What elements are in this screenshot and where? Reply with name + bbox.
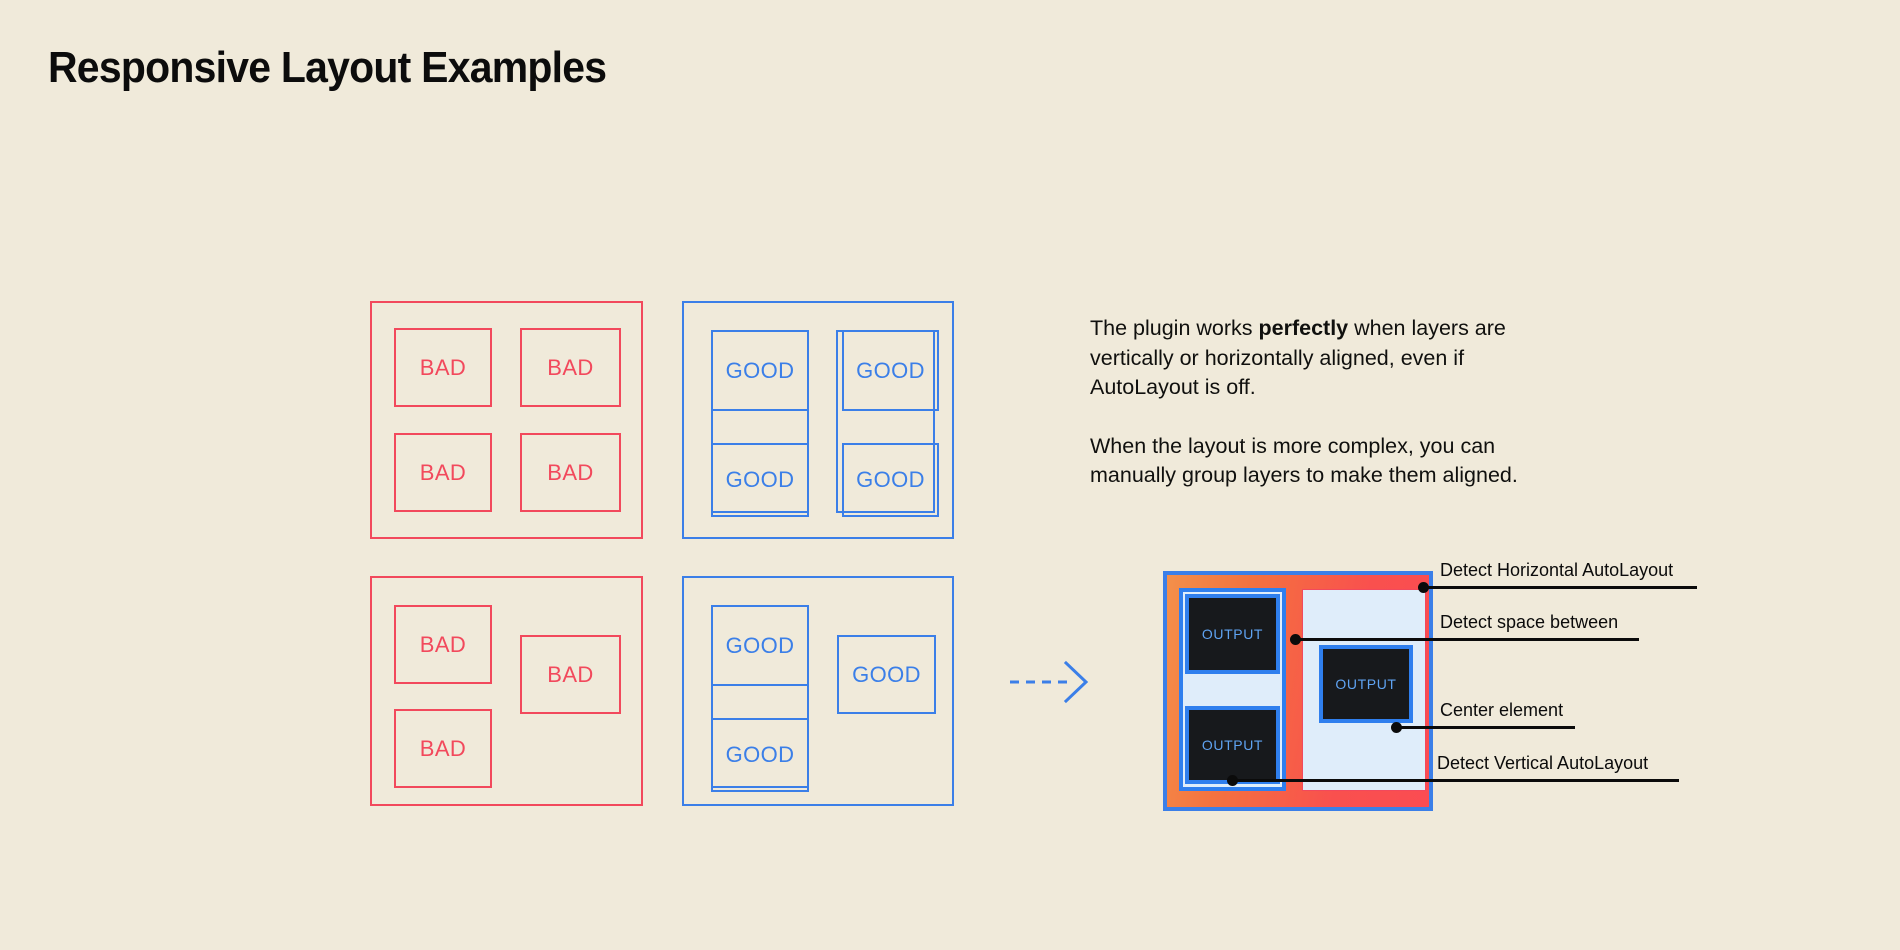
cell-bad: BAD (394, 605, 492, 684)
cell-label: GOOD (725, 357, 795, 383)
paragraph1-part2: when layers are vertically or horizontal… (1090, 316, 1506, 399)
callout-label: Detect Vertical AutoLayout (1437, 753, 1649, 773)
page-title: Responsive Layout Examples (48, 43, 607, 92)
cell-bad: BAD (394, 709, 492, 788)
plugin-output-diagram: OUTPUT OUTPUT OUTPUT (1163, 571, 1433, 811)
group-wrapper-left: GOOD GOOD (711, 330, 809, 517)
callout-label: Detect space between (1440, 612, 1619, 632)
cell-good: GOOD (711, 443, 809, 517)
cell-label: GOOD (725, 467, 795, 492)
output-box-top-left: OUTPUT (1185, 594, 1280, 674)
cell-label: BAD (547, 354, 594, 380)
output-label: OUTPUT (1335, 676, 1397, 692)
callout-anchor-dot (1290, 634, 1301, 645)
cell-label: GOOD (852, 661, 921, 687)
group-wrapper-right: GOOD GOOD (836, 330, 939, 517)
cell-good: GOOD (842, 443, 939, 517)
cell-label: GOOD (725, 742, 795, 767)
cell-bad: BAD (394, 328, 492, 407)
group-wrapper-left: GOOD GOOD (711, 605, 809, 792)
cell-good: GOOD (837, 635, 936, 714)
cell-bad: BAD (394, 433, 492, 512)
description-text-block: The plugin works perfectly when layers a… (1090, 314, 1560, 491)
cell-label: BAD (547, 661, 594, 687)
output-box-center-right: OUTPUT (1319, 645, 1413, 723)
cell-bad: BAD (520, 635, 621, 714)
callout-leader-line (1395, 726, 1575, 729)
paragraph1-part1: The plugin works (1090, 316, 1259, 340)
output-box-bottom-left: OUTPUT (1185, 706, 1280, 784)
callout-anchor-dot (1227, 775, 1238, 786)
cell-good: GOOD (711, 330, 809, 411)
cell-good: GOOD (711, 605, 809, 686)
example-panel-good-complex: GOOD GOOD GOOD (682, 576, 954, 806)
description-paragraph-2: When the layout is more complex, you can… (1090, 433, 1518, 488)
example-panel-bad-grid: BAD BAD BAD BAD (370, 301, 643, 539)
cell-good: GOOD (711, 718, 809, 792)
cell-label: BAD (547, 459, 594, 485)
cell-bad: BAD (520, 328, 621, 407)
output-label: OUTPUT (1201, 737, 1264, 753)
callout-leader-line (1422, 586, 1697, 589)
paragraph-spacer (1090, 403, 1560, 432)
callout-anchor-dot (1418, 582, 1429, 593)
description-paragraph-1: The plugin works perfectly when layers a… (1090, 314, 1560, 403)
cell-label: GOOD (856, 357, 925, 383)
callout-leader-line (1231, 779, 1679, 782)
example-panel-good-grid: GOOD GOOD GOOD GOOD (682, 301, 954, 539)
output-label: OUTPUT (1201, 626, 1264, 642)
dashed-arrow-right-icon (1010, 658, 1090, 711)
cell-label: GOOD (856, 467, 925, 492)
callout-leader-line (1294, 638, 1639, 641)
cell-label: BAD (419, 631, 467, 657)
cell-label: BAD (419, 354, 467, 380)
cell-label: BAD (419, 459, 467, 485)
callout-anchor-dot (1391, 722, 1402, 733)
example-panel-bad-complex: BAD BAD BAD (370, 576, 643, 806)
cell-label: BAD (419, 735, 467, 761)
callout-label: Center element (1440, 700, 1564, 720)
cell-good: GOOD (842, 330, 939, 411)
cell-bad: BAD (520, 433, 621, 512)
cell-label: GOOD (725, 632, 795, 658)
paragraph1-emphasis: perfectly (1258, 316, 1349, 340)
callout-label: Detect Horizontal AutoLayout (1440, 560, 1674, 580)
